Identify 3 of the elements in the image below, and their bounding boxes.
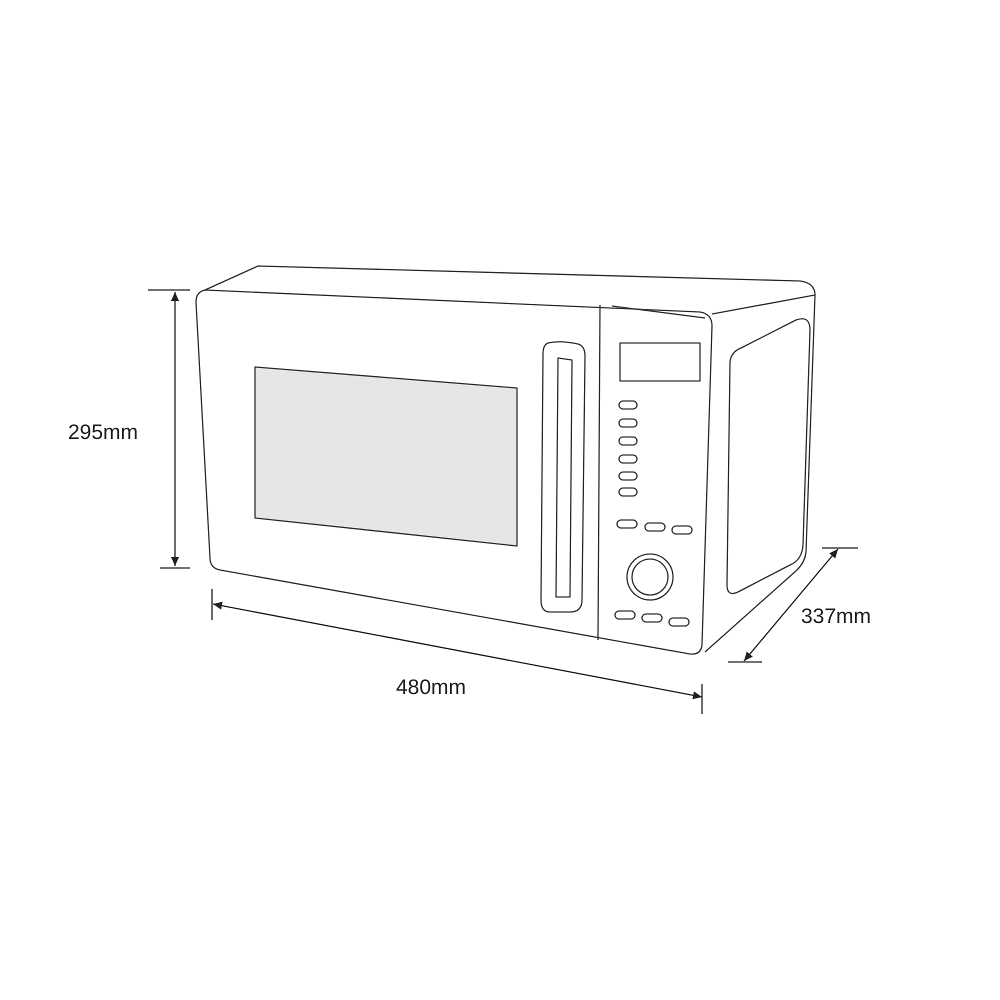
dimension-label: 295mm — [68, 421, 138, 445]
dimension-label: 337mm — [801, 605, 872, 629]
dimension-label: 480mm — [396, 676, 466, 700]
